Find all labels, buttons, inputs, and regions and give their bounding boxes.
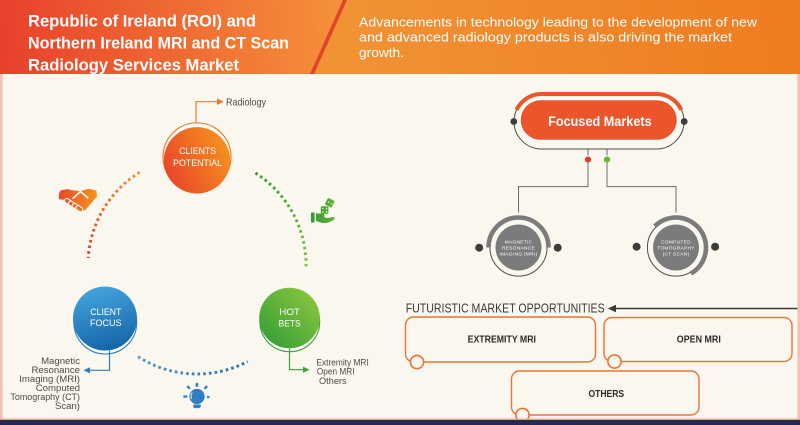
svg-text:Open MRI: Open MRI (317, 367, 355, 377)
svg-text:Focused Markets: Focused Markets (548, 113, 652, 129)
svg-text:FUTURISTIC MARKET OPPORTUNITIE: FUTURISTIC MARKET OPPORTUNITIES (406, 302, 605, 316)
svg-text:TOMOGRAPHY: TOMOGRAPHY (657, 246, 695, 252)
svg-text:Extremity MRI: Extremity MRI (316, 357, 368, 367)
svg-text:Imaging (MRI): Imaging (MRI) (19, 374, 80, 385)
svg-text:OTHERS: OTHERS (588, 389, 624, 400)
svg-text:FOCUS: FOCUS (90, 318, 122, 329)
svg-text:EXTREMITY MRI: EXTREMITY MRI (468, 334, 537, 345)
svg-text:Magnetic: Magnetic (41, 356, 80, 367)
svg-text:Scan): Scan) (55, 401, 80, 412)
svg-text:CLIENTS: CLIENTS (179, 146, 216, 157)
svg-text:Computed: Computed (36, 383, 80, 394)
svg-text:and advanced radiology product: and advanced radiology products is also … (359, 30, 732, 45)
svg-text:HOT: HOT (279, 307, 300, 318)
svg-text:COMPUTED: COMPUTED (661, 240, 691, 246)
svg-text:Northern Ireland MRI and CT Sc: Northern Ireland MRI and CT Scan (28, 34, 289, 53)
svg-text:Others: Others (319, 376, 347, 386)
svg-text:(CT SCAN): (CT SCAN) (663, 252, 690, 258)
svg-text:POTENTIAL: POTENTIAL (173, 158, 223, 169)
svg-text:CLIENT: CLIENT (90, 307, 121, 318)
svg-text:growth.: growth. (359, 45, 404, 60)
svg-text:IMAGING (MRI): IMAGING (MRI) (499, 252, 537, 258)
svg-text:Radiology Services Market: Radiology Services Market (28, 56, 239, 75)
svg-text:MAGNETIC: MAGNETIC (505, 240, 533, 246)
svg-text:Advancements in technology lea: Advancements in technology leading to th… (359, 15, 758, 30)
svg-text:OPEN MRI: OPEN MRI (677, 334, 721, 345)
svg-text:Radiology: Radiology (226, 97, 266, 108)
svg-text:Republic of Ireland (ROI) and: Republic of Ireland (ROI) and (28, 12, 256, 31)
svg-text:Resonance: Resonance (31, 365, 80, 376)
svg-text:BETS: BETS (279, 318, 301, 329)
svg-text:Tomography (CT): Tomography (CT) (10, 392, 80, 403)
svg-text:RESONANCE: RESONANCE (502, 246, 535, 252)
